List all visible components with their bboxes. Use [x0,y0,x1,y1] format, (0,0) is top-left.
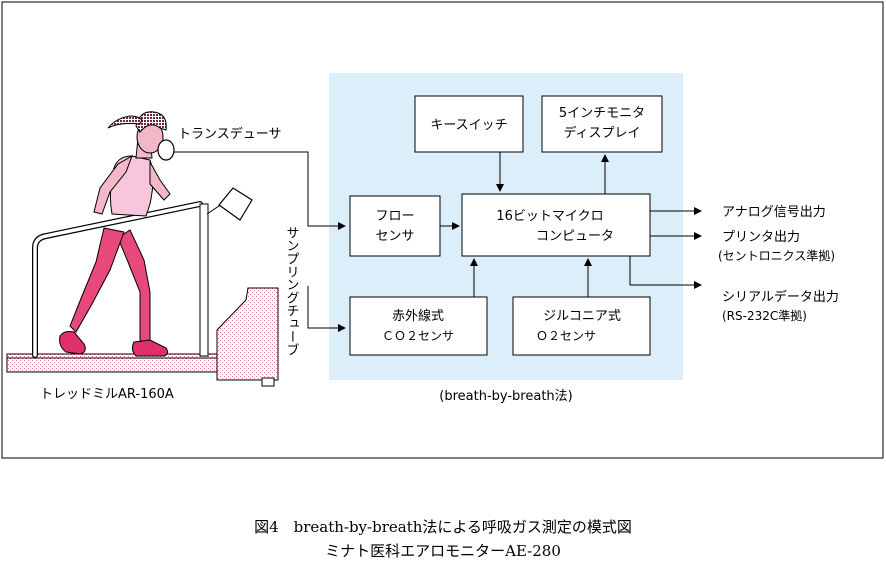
flow-text-line1: フロー [375,209,414,224]
co2-text-line2: ＣＯ２センサ [382,329,454,343]
o2-text-line2: Ｏ２センサ [536,329,596,343]
diagram-frame [1,1,884,459]
printer-output-label: プリンタ出力 [722,230,800,245]
o2-text-line1: ジルコニア式 [543,309,621,324]
co2-sensor-box [349,296,488,356]
transducer-line [174,151,346,230]
treadmill-illustration [6,111,279,387]
caption-title: 図4 breath-by-breath法による呼吸ガス測定の模式図 [254,518,632,536]
transducer-label: トランスデューサ [178,126,281,142]
monitor-box [541,95,663,153]
co2-text-line1: 赤外線式 [392,308,444,324]
system-label: (breath-by-breath法) [439,389,572,404]
monitor-text-line1: 5インチモニタ [559,106,645,121]
analog-output-label: アナログ信号出力 [722,205,826,220]
computer-box [461,193,651,257]
arrow-serial-output [629,256,702,289]
key-switch-text: キースイッチ [430,118,507,133]
monitor-text-line2: ディスプレイ [563,125,640,141]
sampling-tube-label: サンプリングチューブ [284,226,300,356]
printer-output-spec: (セントロニクス準拠) [718,248,835,263]
caption-subtitle: ミナト医科エアロモニターAE-280 [325,542,561,560]
computer-text-line1: 16ビットマイクロ [496,209,603,224]
o2-sensor-box [512,296,651,356]
key-switch-box [414,95,524,153]
sampling-tube-line [307,286,346,332]
flow-text-line2: センサ [375,229,414,244]
treadmill-label: トレッドミルAR-160A [40,387,174,402]
serial-output-spec: (RS-232C準拠) [722,308,807,323]
serial-output-label: シリアルデータ出力 [722,289,839,305]
computer-text-line2: コンピュータ [536,229,614,244]
flow-sensor-box [349,195,441,257]
